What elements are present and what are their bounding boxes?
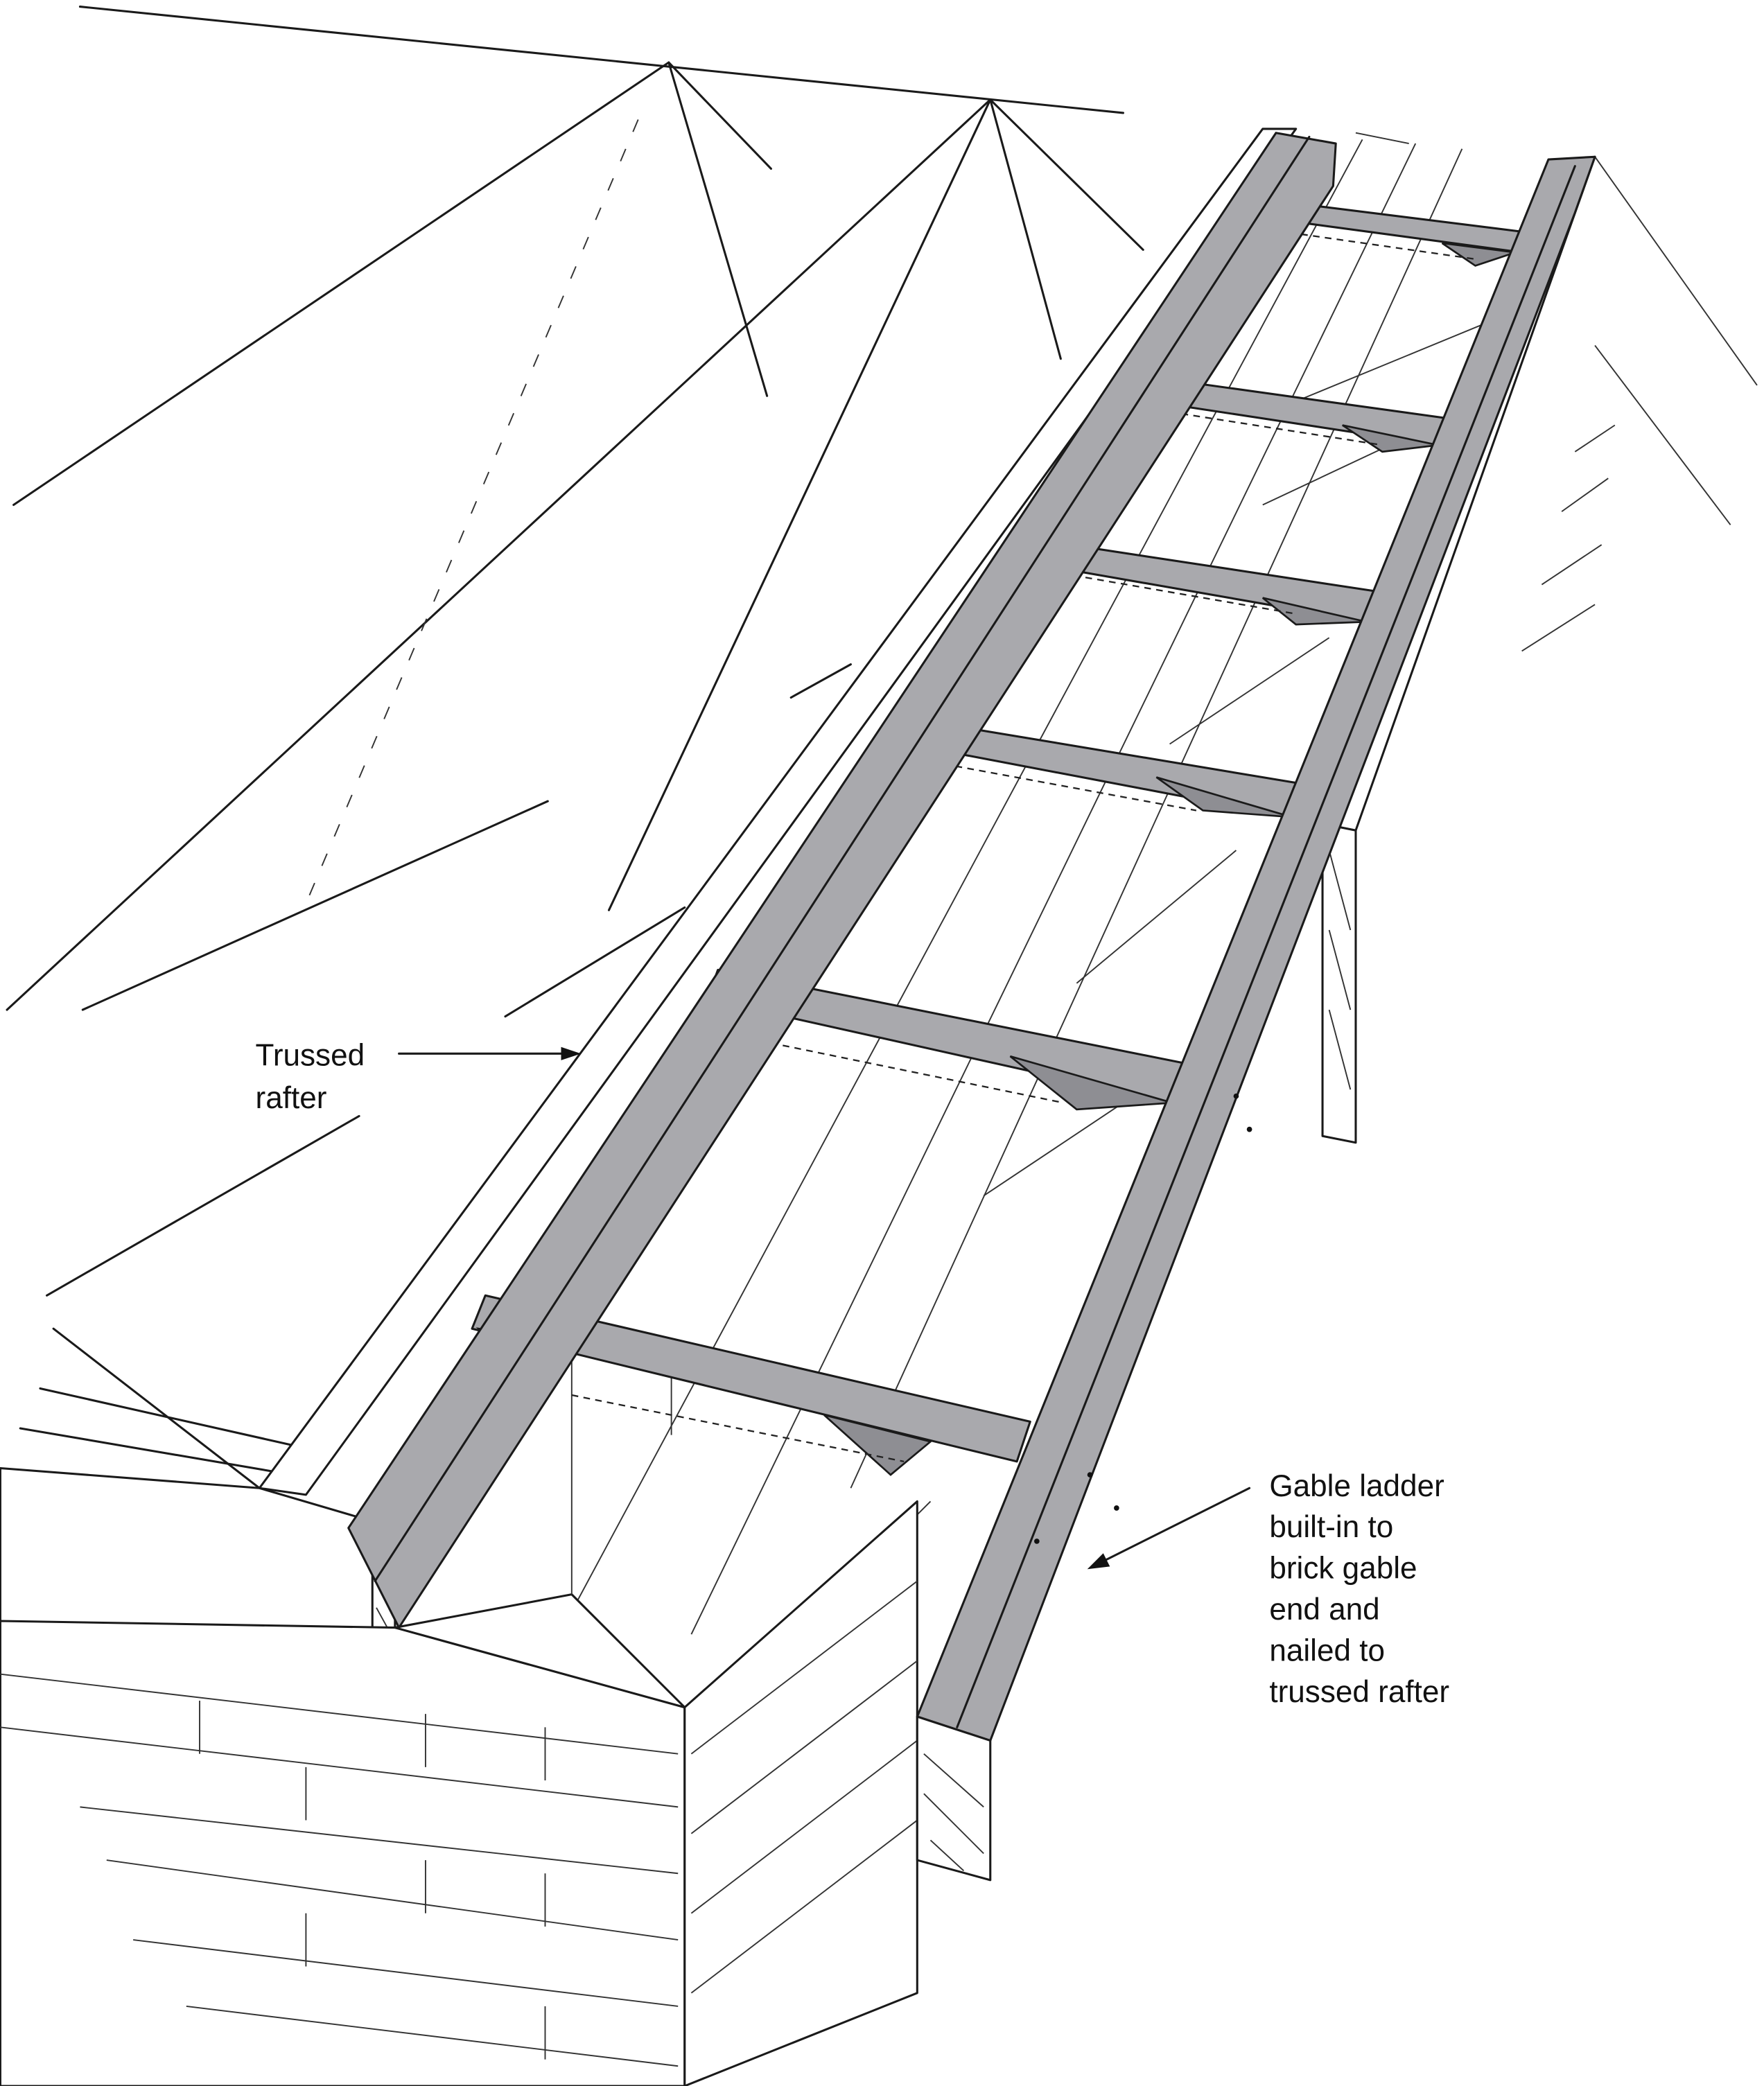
rail-end-section <box>916 1715 992 1882</box>
ladder-rung <box>471 1294 1031 1463</box>
label-line: Gable ladder <box>1269 1469 1444 1503</box>
label-line: brick gable <box>1269 1552 1417 1586</box>
label-trussed-rafter: Trussed rafter <box>256 1039 582 1115</box>
svg-text:end and: end and <box>1269 1593 1379 1627</box>
rung-block <box>1155 776 1293 818</box>
label-line: end and <box>1269 1593 1379 1627</box>
label-line: built-in to <box>1269 1510 1393 1544</box>
arrow-line <box>1102 1487 1251 1563</box>
brick-wall <box>0 1355 918 2086</box>
svg-text:built-in to: built-in to <box>1269 1510 1393 1544</box>
label-line: Trussed <box>256 1039 365 1073</box>
svg-text:Trussed: Trussed <box>256 1039 365 1073</box>
rung-block <box>823 1414 933 1476</box>
rung-block <box>1009 1055 1173 1111</box>
arrow-head <box>1087 1553 1110 1570</box>
label-line: rafter <box>256 1081 327 1115</box>
label-line: nailed to <box>1269 1633 1385 1667</box>
left-eaves-fascia <box>0 128 1298 1735</box>
ladder-left-rail <box>347 132 1337 1629</box>
svg-text:nailed to: nailed to <box>1269 1633 1385 1667</box>
roof-truss-lines <box>6 6 1758 1297</box>
label-gable-ladder: Gable ladder built-in to brick gable end… <box>1087 1469 1449 1709</box>
label-line: trussed rafter <box>1269 1675 1449 1709</box>
rung-block <box>1342 424 1439 453</box>
svg-text:brick gable: brick gable <box>1269 1552 1417 1586</box>
svg-text:rafter: rafter <box>256 1081 327 1115</box>
arrow-head <box>561 1046 582 1060</box>
rung-block <box>1441 242 1516 267</box>
svg-text:Gable ladder: Gable ladder <box>1269 1469 1444 1503</box>
ladder-right-rail <box>916 155 1596 1882</box>
svg-text:trussed rafter: trussed rafter <box>1269 1675 1449 1709</box>
ladder-rungs <box>471 198 1530 1476</box>
